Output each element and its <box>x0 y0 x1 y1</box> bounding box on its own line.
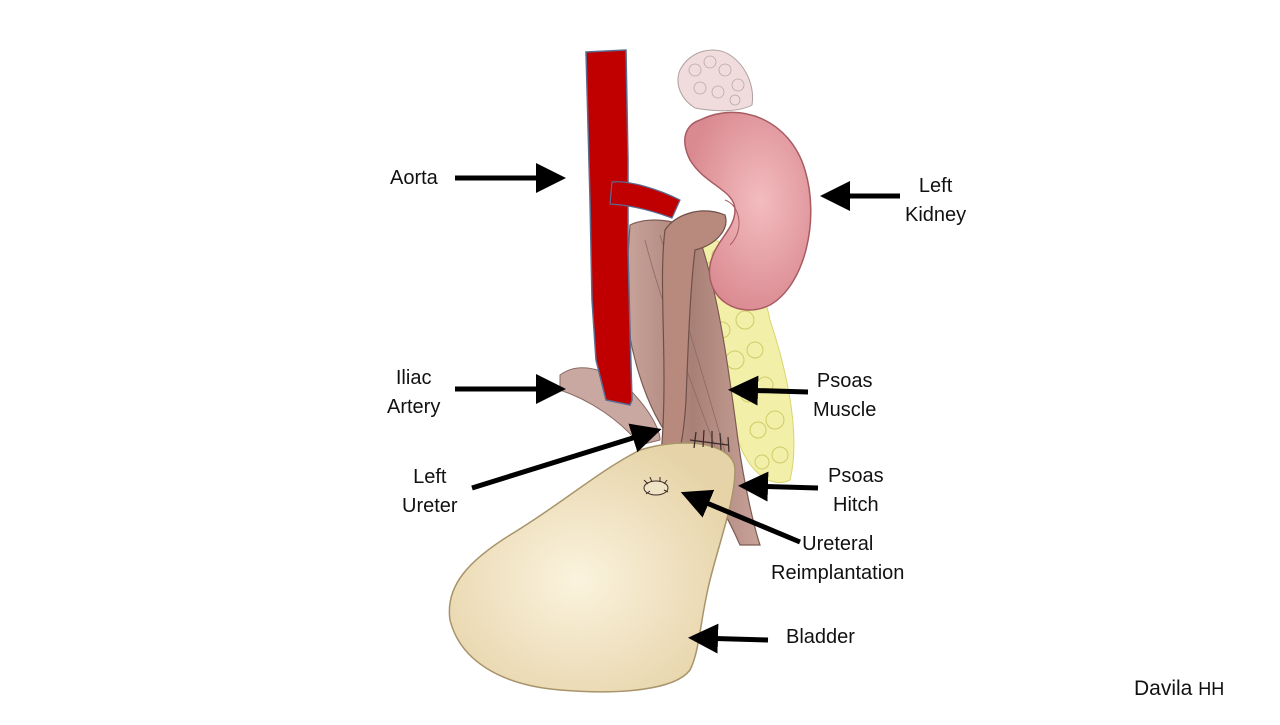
label-psoas-muscle: Psoas Muscle <box>813 370 877 421</box>
reimplantation-arrow <box>680 489 801 545</box>
author-credit: Davila HH <box>1134 677 1224 701</box>
adrenal-gland <box>677 49 754 112</box>
reimplantation-site <box>643 476 669 496</box>
credit-name: Davila <box>1134 677 1193 700</box>
left-ureter <box>655 210 727 491</box>
bladder-arrow <box>688 623 769 654</box>
psoas-muscle-arrow <box>728 375 809 406</box>
label-psoas-hitch: Psoas Hitch <box>828 465 884 516</box>
aorta-vessel <box>585 49 681 406</box>
label-iliac-artery: Iliac Artery <box>387 367 441 418</box>
label-left-kidney: Left Kidney <box>905 175 967 226</box>
credit-suffix: HH <box>1198 679 1225 699</box>
psoas-hitch-arrow <box>738 471 819 502</box>
label-bladder: Bladder <box>786 626 855 648</box>
ureter-arrow <box>471 423 662 491</box>
label-aorta: Aorta <box>390 167 438 189</box>
pointer-arrows <box>455 163 900 654</box>
bladder-organ <box>448 429 736 693</box>
label-left-ureter: Left Ureter <box>402 466 458 517</box>
label-ureteral-reimplantation: Ureteral Reimplantation <box>771 533 905 584</box>
left-kidney <box>684 111 812 311</box>
psoas-hitch-sutures <box>689 429 730 453</box>
